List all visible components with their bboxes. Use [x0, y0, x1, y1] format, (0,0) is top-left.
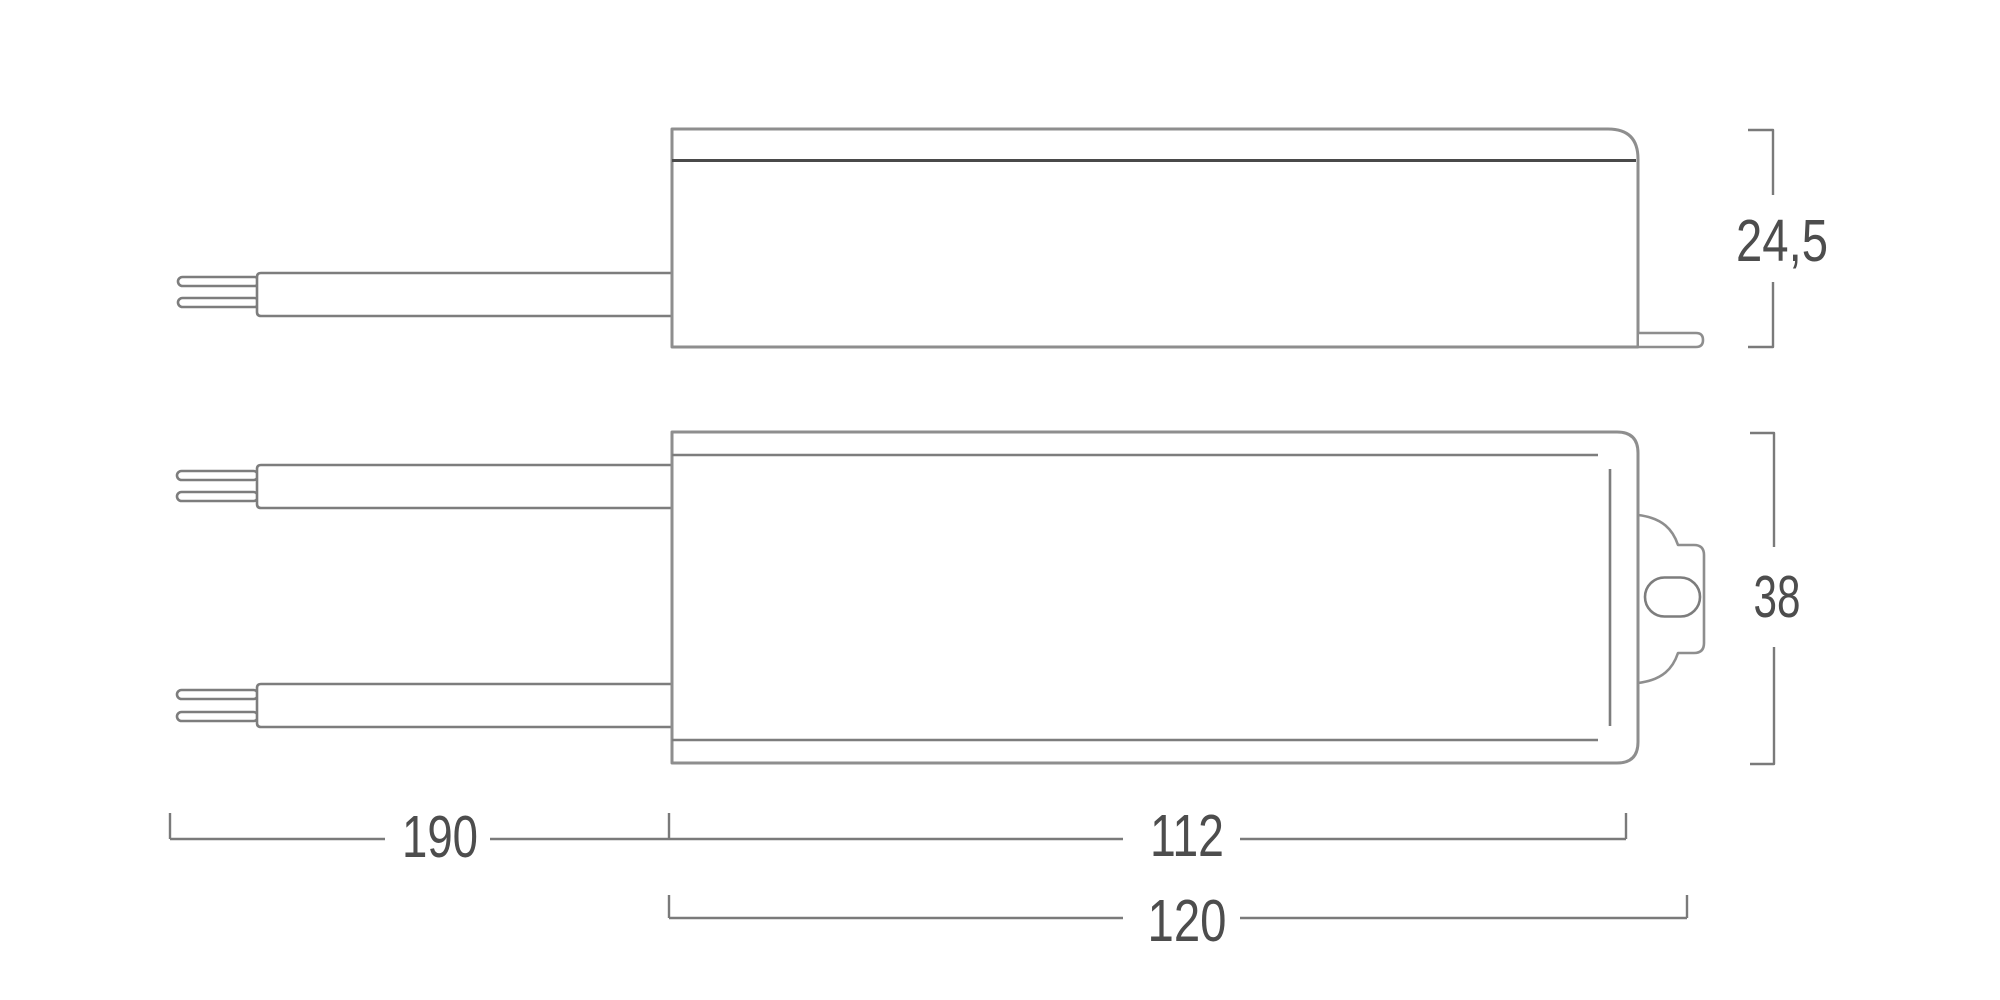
side-view-wire-tip-1	[176, 275, 261, 288]
dim-plan-height: 38	[1750, 431, 1801, 766]
plan-view-cable2-wire-tip-2	[175, 710, 260, 723]
plan-view-cable2-wire-tip-1	[175, 688, 260, 701]
dim-side-height: 24,5	[1736, 128, 1828, 349]
dim-plan-height-bracket-bottom	[1750, 647, 1776, 766]
side-view-mounting-flange	[1639, 331, 1705, 349]
side-view-cable	[255, 271, 673, 318]
dim-side-height-bracket-top	[1748, 128, 1775, 195]
side-view-wire-tip-2	[176, 296, 261, 309]
dim-overall-length-label: 120	[1148, 888, 1227, 954]
dim-length-row-1: 190 112	[168, 803, 1628, 870]
plan-view-cable-1	[255, 463, 673, 510]
plan-view-cable1-wire-tip-2	[175, 490, 260, 503]
dim-body-length-label: 112	[1150, 803, 1224, 869]
plan-view-mounting-hole	[1643, 576, 1702, 618]
dim-length-row-2: 120	[667, 888, 1689, 954]
dim-side-height-label: 24,5	[1736, 208, 1828, 274]
plan-view	[175, 430, 1706, 765]
plan-view-body	[670, 430, 1640, 765]
side-view-body	[670, 127, 1640, 349]
dim-side-height-bracket-bottom	[1748, 282, 1775, 349]
dim-plan-height-bracket-top	[1750, 431, 1776, 547]
plan-view-cable-2	[255, 682, 673, 729]
dim-plan-height-label: 38	[1754, 564, 1801, 630]
dim-cable-length-label: 190	[402, 804, 478, 870]
plan-view-cable1-wire-tip-1	[175, 469, 260, 482]
side-view	[176, 127, 1705, 349]
